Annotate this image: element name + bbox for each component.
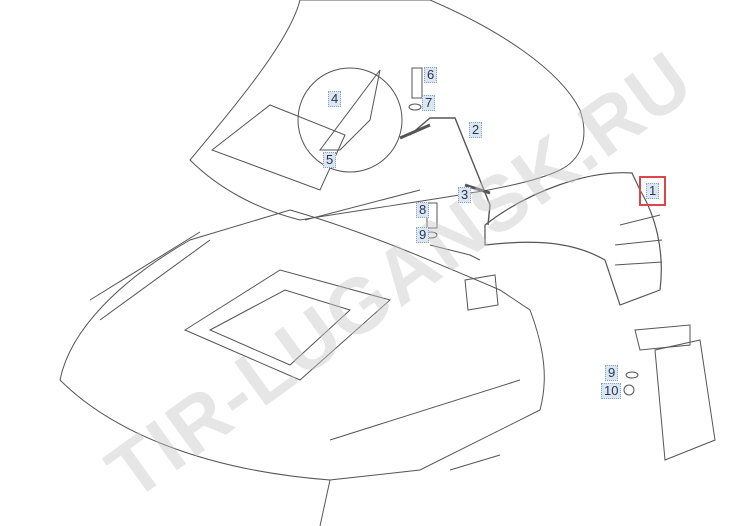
callout-2[interactable]: 2 xyxy=(469,122,483,138)
roof-spoiler-part xyxy=(189,0,585,221)
callout-3[interactable]: 3 xyxy=(458,187,472,203)
callout-6[interactable]: 6 xyxy=(424,67,438,83)
callout-9-lower[interactable]: 9 xyxy=(605,365,619,381)
cab-roof-part xyxy=(59,209,545,526)
callout-7[interactable]: 7 xyxy=(422,95,436,111)
callout-10[interactable]: 10 xyxy=(601,383,622,399)
callout-1[interactable]: 1 xyxy=(638,176,667,206)
callout-4[interactable]: 4 xyxy=(328,91,342,107)
callout-9[interactable]: 9 xyxy=(416,227,430,243)
deflector-part xyxy=(484,172,662,306)
callout-5[interactable]: 5 xyxy=(323,152,337,168)
callout-8[interactable]: 8 xyxy=(416,202,430,218)
